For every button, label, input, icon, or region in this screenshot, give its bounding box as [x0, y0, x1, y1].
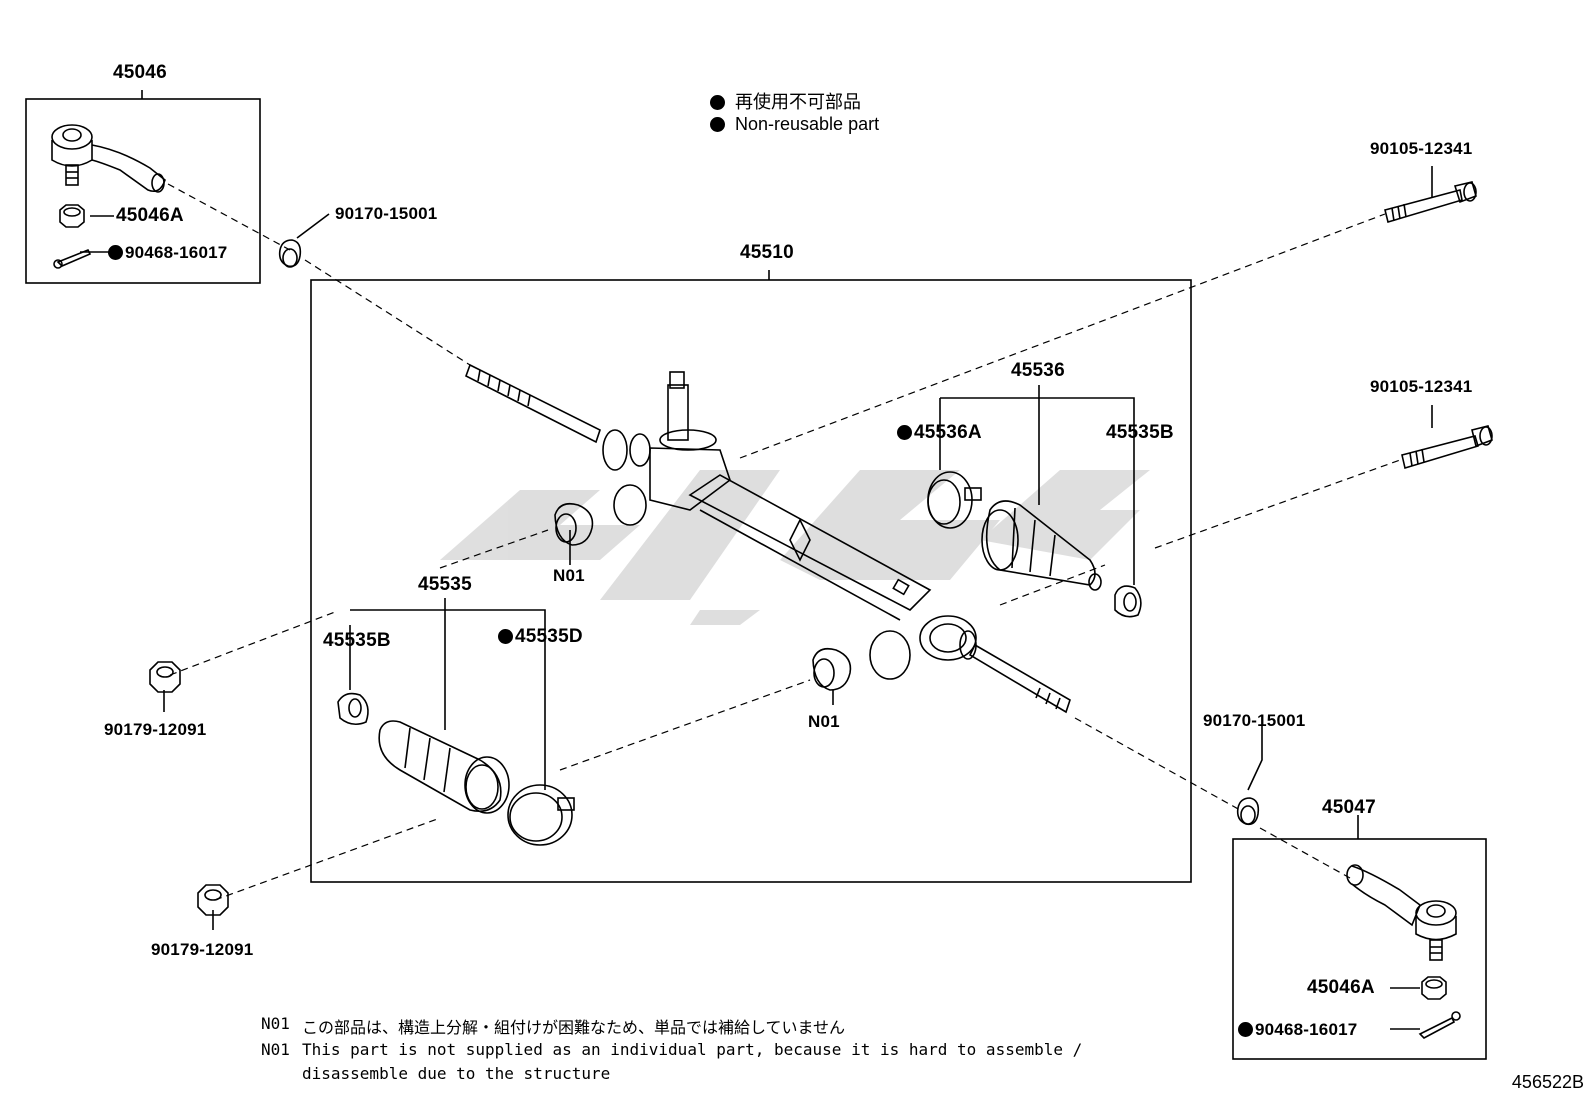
legend-en-text: Non-reusable part — [735, 114, 880, 134]
clip-45535B-right — [1114, 585, 1142, 618]
part-number-text: 45535D — [515, 626, 583, 647]
cotter-pin-left — [53, 248, 92, 269]
nut-45046A-right — [1421, 976, 1447, 1000]
clamp-45536A — [927, 471, 982, 529]
non-reusable-dot-icon — [710, 95, 725, 110]
bushing-n01-b — [812, 647, 852, 691]
legend-ja-text: 再使用不可部品 — [735, 92, 861, 112]
box-45047 — [1232, 838, 1487, 1060]
note-line-en-1: This part is not supplied as an individu… — [302, 1040, 1083, 1059]
part-label-90105-mid[interactable]: 90105-12341 — [1370, 377, 1473, 396]
cotter-pin-right — [1418, 1011, 1461, 1039]
legend-japanese: 再使用不可部品 — [710, 88, 861, 114]
non-reusable-dot-icon — [897, 425, 912, 440]
part-label-90468-left[interactable]: 90468-16017 — [108, 243, 227, 263]
part-label-45510[interactable]: 45510 — [740, 242, 794, 263]
part-number-text: 90468-16017 — [125, 243, 228, 262]
non-reusable-dot-icon — [710, 117, 725, 132]
part-number-text: 90468-16017 — [1255, 1020, 1358, 1039]
collar-90170-right — [1236, 797, 1260, 826]
part-label-n01-a[interactable]: N01 — [553, 566, 585, 585]
clamp-45535D — [507, 784, 575, 846]
nut-90179-a — [149, 661, 181, 693]
part-label-45535B-right[interactable]: 45535B — [1106, 422, 1174, 443]
non-reusable-dot-icon — [498, 629, 513, 644]
part-label-45536A[interactable]: 45536A — [897, 422, 982, 444]
part-label-45047[interactable]: 45047 — [1322, 797, 1376, 818]
non-reusable-dot-icon — [1238, 1022, 1253, 1037]
clip-45535B-left — [337, 692, 369, 726]
note-id-en: N01 — [261, 1040, 290, 1059]
steering-rack-45510 — [465, 363, 1071, 714]
box-45510 — [310, 279, 1192, 883]
part-label-45046[interactable]: 45046 — [113, 62, 167, 83]
nut-90179-b — [197, 884, 229, 916]
bushing-n01-a — [554, 502, 594, 546]
part-label-90179-b[interactable]: 90179-12091 — [151, 940, 254, 959]
note-line-ja: この部品は、構造上分解・組付けが困難なため、単品では補給していません — [302, 1018, 846, 1037]
bolt-90105-top — [1384, 181, 1477, 224]
part-label-90170-right[interactable]: 90170-15001 — [1203, 711, 1306, 730]
part-label-45535[interactable]: 45535 — [418, 574, 472, 595]
non-reusable-dot-icon — [108, 245, 123, 260]
part-label-90179-a[interactable]: 90179-12091 — [104, 720, 207, 739]
note-line-en-2: disassemble due to the structure — [302, 1064, 611, 1083]
diagram-code: 456522B — [1511, 1072, 1584, 1092]
part-label-90170-left[interactable]: 90170-15001 — [335, 204, 438, 223]
note-id-ja: N01 — [261, 1014, 290, 1033]
legend-english: Non-reusable part — [710, 114, 879, 135]
part-label-90468-right[interactable]: 90468-16017 — [1238, 1020, 1357, 1040]
boot-45536 — [981, 500, 1102, 591]
watermark-logo — [440, 470, 1150, 625]
part-label-45535B-left[interactable]: 45535B — [323, 630, 391, 651]
bolt-90105-mid — [1401, 425, 1493, 470]
nut-45046A-left — [59, 204, 85, 228]
tie-rod-end-left — [51, 124, 166, 193]
boot-45535 — [378, 720, 510, 814]
tie-rod-end-right — [1346, 864, 1457, 961]
part-number-text: 45536A — [914, 422, 982, 443]
part-label-45536[interactable]: 45536 — [1011, 360, 1065, 381]
part-label-n01-b[interactable]: N01 — [808, 712, 840, 731]
part-label-45046A-left[interactable]: 45046A — [116, 205, 184, 226]
part-label-90105-top[interactable]: 90105-12341 — [1370, 139, 1473, 158]
box-45046 — [25, 98, 261, 284]
part-label-45535D[interactable]: 45535D — [498, 626, 583, 648]
part-label-45046A-right[interactable]: 45046A — [1307, 977, 1375, 998]
collar-90170-left — [278, 239, 302, 268]
